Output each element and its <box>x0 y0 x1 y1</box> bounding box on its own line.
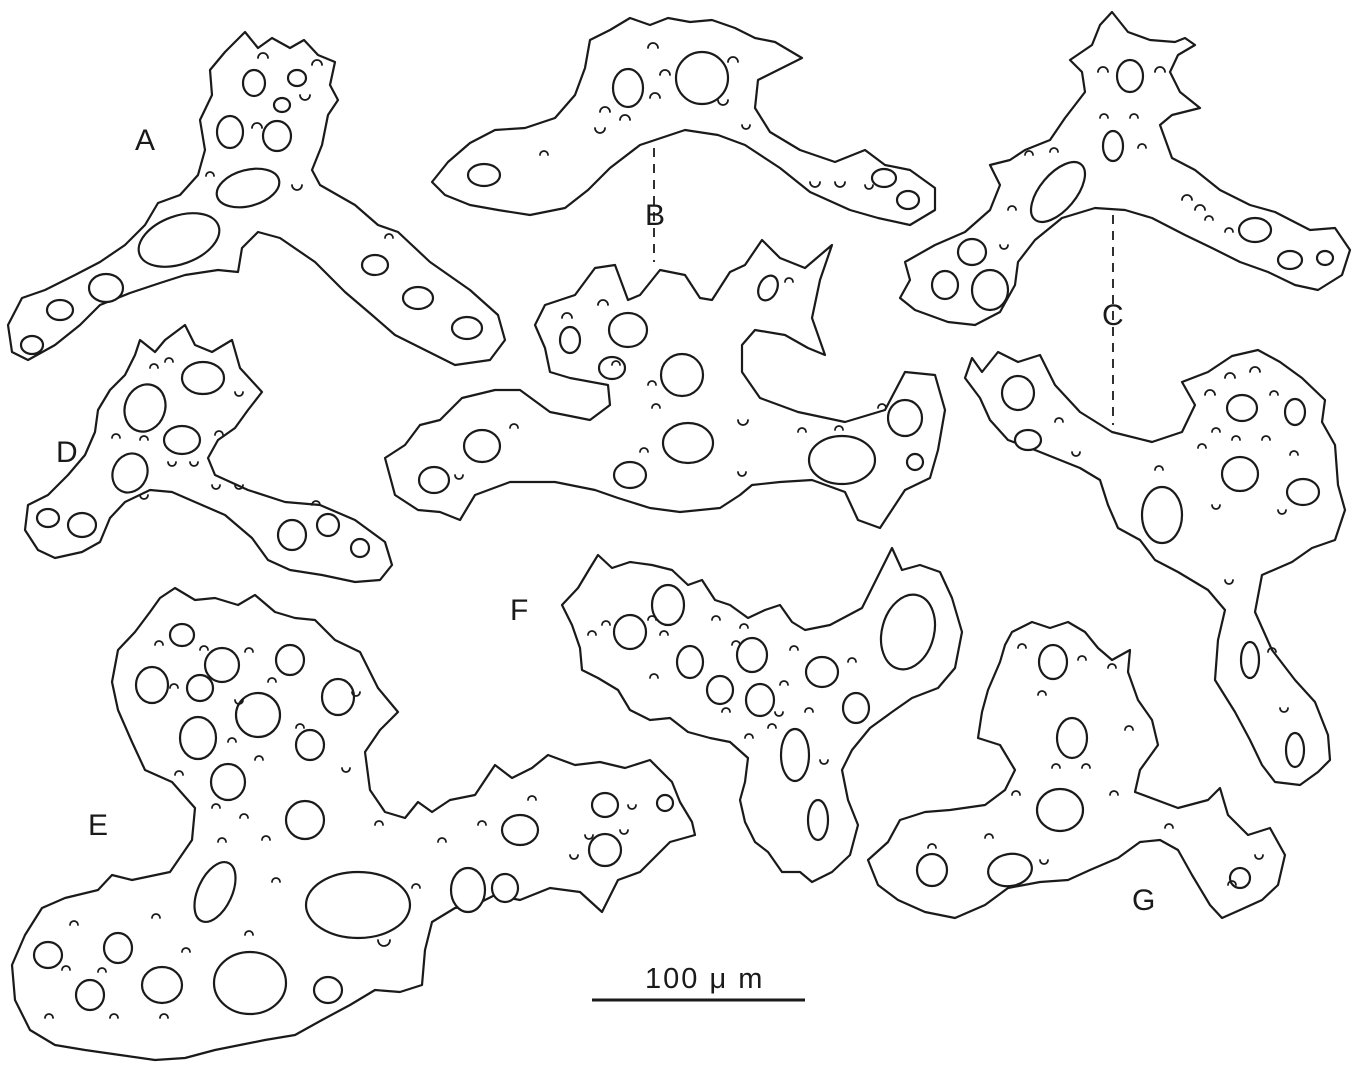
label-c: C <box>1102 299 1124 332</box>
label-d: D <box>56 436 78 469</box>
spicule-e <box>10 586 697 1062</box>
label-b: B <box>645 199 665 232</box>
scale-bar-label: 100 μ m <box>645 963 764 995</box>
spicule-b-upper <box>430 16 937 227</box>
spicule-a <box>6 30 507 367</box>
spicule-c-upper <box>898 10 1352 327</box>
spicule-g <box>866 620 1287 920</box>
label-a: A <box>135 124 155 157</box>
label-e: E <box>88 809 108 842</box>
spicule-b-lower <box>383 238 947 530</box>
spicule-f <box>560 546 964 884</box>
spicule-c-lower <box>963 348 1347 787</box>
label-f: F <box>510 594 528 627</box>
spicule-d <box>23 323 394 584</box>
scale-bar: 100 μ m <box>592 963 805 1002</box>
label-g: G <box>1132 884 1155 917</box>
